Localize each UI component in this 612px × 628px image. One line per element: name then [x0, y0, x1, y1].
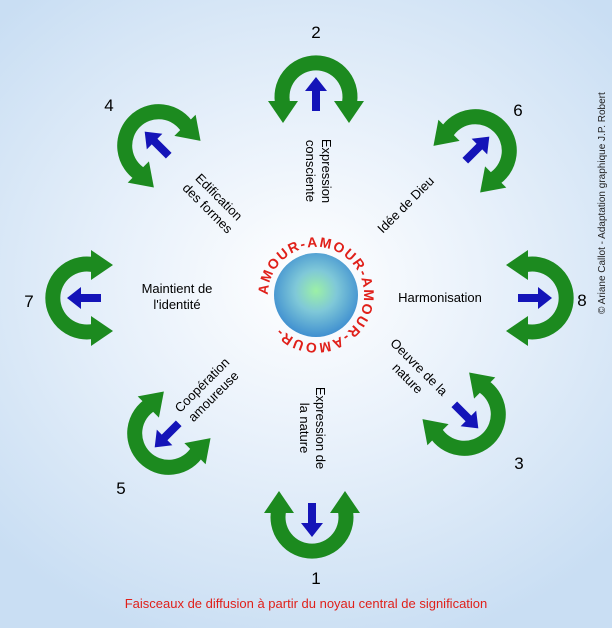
- arc-head-right-node-3: [422, 419, 449, 446]
- arc-head-right-node-1: [264, 491, 294, 513]
- arrow-node-3: [451, 401, 479, 429]
- label-node-7: Maintient de l'identité: [142, 281, 213, 312]
- arrow-node-4: [144, 131, 172, 159]
- glyph-node-6: [433, 109, 517, 193]
- arrow-node-5: [154, 420, 182, 448]
- arc-node-6: [439, 109, 517, 187]
- label-node-4: Edification des formes: [180, 170, 246, 236]
- arc-head-left-node-8: [506, 250, 528, 280]
- arc-head-left-node-7: [91, 316, 113, 346]
- arc-node-5: [127, 397, 205, 475]
- arc-head-left-node-2: [268, 101, 298, 123]
- label-node-3: Oeuvre de la nature: [387, 335, 451, 399]
- arc-head-right-node-8: [506, 316, 528, 346]
- arrow-node-7: [67, 287, 101, 309]
- arc-head-left-node-4: [127, 161, 154, 188]
- label-node-6: Idée de Dieu: [374, 173, 437, 236]
- glyph-node-8: [506, 250, 574, 346]
- label-node-2-line2: consciente: [303, 140, 318, 202]
- number-node-3: 3: [514, 454, 523, 473]
- arc-node-1: [270, 507, 354, 559]
- arrow-node-1: [301, 503, 323, 537]
- arc-head-right-node-5: [137, 391, 164, 418]
- arc-head-right-node-7: [91, 250, 113, 280]
- number-node-1: 1: [311, 569, 320, 588]
- label-node-8: Harmonisation: [398, 290, 482, 305]
- arrow-node-2: [305, 77, 327, 111]
- arc-head-left-node-6: [433, 119, 460, 146]
- arc-head-right-node-4: [174, 114, 201, 141]
- caption: Faisceaux de diffusion à partir du noyau…: [124, 596, 488, 611]
- arrow-node-8: [518, 287, 552, 309]
- label-node-1-line2: la nature: [297, 403, 312, 454]
- label-node-7-line1: Maintient de: [142, 281, 213, 296]
- glyph-node-2: [268, 55, 364, 123]
- arc-head-right-node-2: [334, 101, 364, 123]
- central-core-sphere: [274, 253, 358, 337]
- glyph-node-1: [264, 491, 360, 559]
- glyph-node-7: [45, 250, 113, 346]
- number-node-6: 6: [513, 101, 522, 120]
- label-node-6-line1: Idée de Dieu: [374, 173, 437, 236]
- arc-head-left-node-3: [469, 372, 496, 399]
- label-node-2: Expression consciente: [303, 139, 334, 203]
- label-node-8-line1: Harmonisation: [398, 290, 482, 305]
- arrow-node-6: [462, 136, 490, 164]
- number-node-2: 2: [311, 23, 320, 42]
- glyph-node-3: [422, 372, 506, 456]
- number-node-4: 4: [104, 96, 113, 115]
- arc-node-4: [117, 104, 195, 182]
- label-node-5: Coopération amoureuse: [172, 355, 242, 425]
- arc-node-7: [45, 256, 97, 340]
- glyph-node-5: [127, 391, 211, 475]
- glyph-node-4: [117, 104, 201, 188]
- arc-head-right-node-6: [480, 166, 507, 193]
- number-node-5: 5: [116, 479, 125, 498]
- arc-head-left-node-1: [330, 491, 360, 513]
- label-node-7-line2: l'identité: [153, 297, 200, 312]
- label-node-1: Expression de la nature: [297, 387, 328, 469]
- label-node-1-line1: Expression de: [313, 387, 328, 469]
- label-node-2-line1: Expression: [319, 139, 334, 203]
- arc-node-2: [274, 55, 358, 107]
- arc-node-8: [522, 256, 574, 340]
- number-node-7: 7: [24, 292, 33, 311]
- arc-node-3: [428, 378, 506, 456]
- credit-text: © Ariane Callot - Adaptation graphique J…: [597, 92, 608, 314]
- number-node-8: 8: [577, 291, 586, 310]
- arc-head-left-node-5: [184, 438, 211, 465]
